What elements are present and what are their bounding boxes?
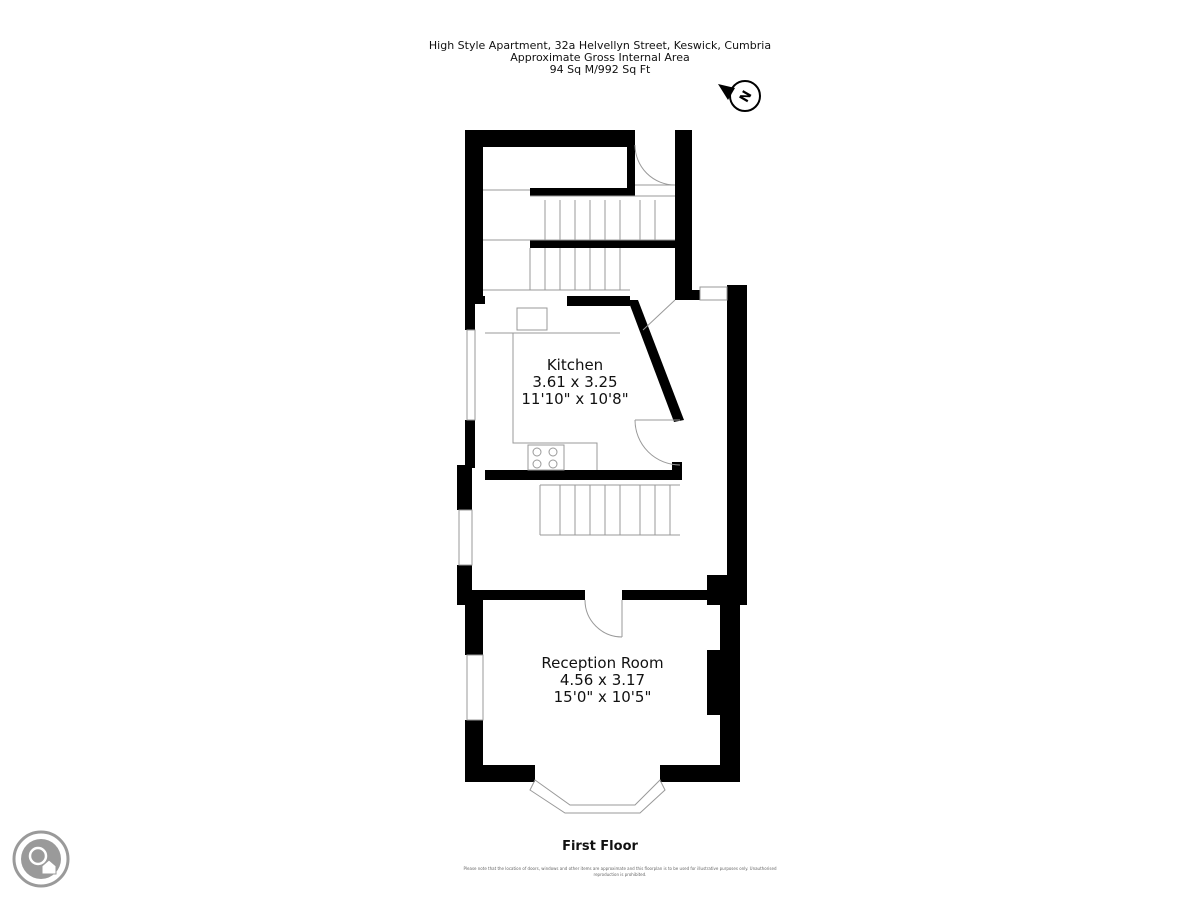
room-name: Kitchen xyxy=(546,356,604,374)
disclaimer: Please note that the location of doors, … xyxy=(463,866,777,877)
floor-label: First Floor xyxy=(562,839,638,854)
room-metric: 4.56 x 3.17 xyxy=(559,671,646,689)
room-imperial: 11'10" x 10'8" xyxy=(521,390,629,408)
plan-title: High Style Apartment, 32a Helvellyn Stre… xyxy=(428,39,772,52)
fixtures xyxy=(458,144,728,814)
room-kitchen: Kitchen 3.61 x 3.25 11'10" x 10'8" xyxy=(500,357,650,408)
logo-icon xyxy=(12,830,70,888)
plan-area: 94 Sq M/992 Sq Ft xyxy=(549,63,651,76)
compass-north-label: N xyxy=(737,88,755,105)
compass-icon: N xyxy=(718,80,761,112)
room-imperial: 15'0" x 10'5" xyxy=(553,688,652,706)
room-metric: 3.61 x 3.25 xyxy=(532,373,618,391)
room-name: Reception Room xyxy=(541,654,664,672)
plan-subtitle: Approximate Gross Internal Area xyxy=(510,51,690,64)
walls xyxy=(457,130,747,782)
room-reception: Reception Room 4.56 x 3.17 15'0" x 10'5" xyxy=(515,655,690,706)
